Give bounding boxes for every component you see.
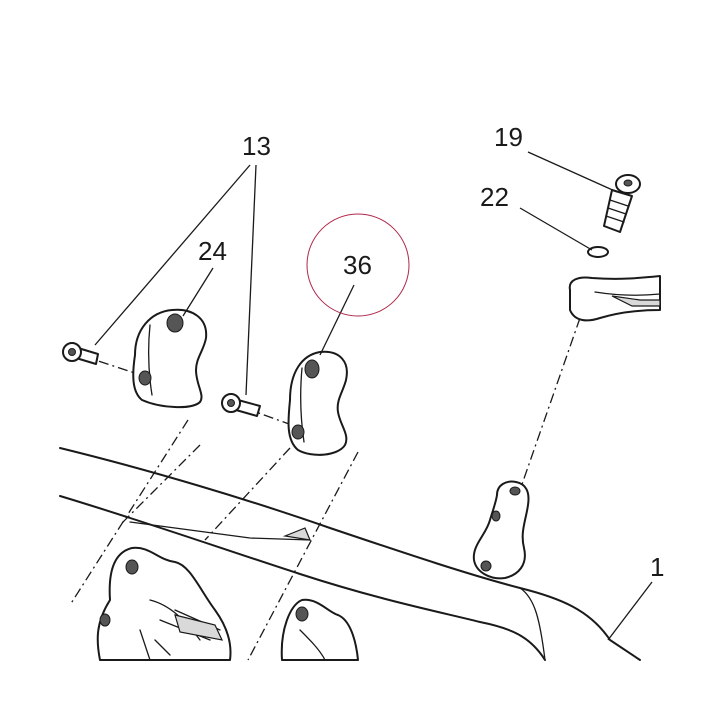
bolt-13-left: [62, 342, 99, 365]
handlebar-part-1: [59, 447, 641, 661]
lower-clamp-left: [96, 546, 232, 661]
callout-22: 22: [480, 182, 509, 212]
lower-clamp-middle: [280, 598, 359, 661]
bolt-19: [603, 174, 641, 233]
lever-bracket: [568, 275, 661, 322]
callout-24: 24: [198, 236, 227, 266]
upper-clamp-24: [132, 308, 208, 408]
washer-22: [587, 246, 609, 258]
callout-1: 1: [650, 552, 664, 582]
bolt-13-middle: [221, 393, 261, 417]
callout-36: 36: [343, 250, 372, 280]
mirror-clamp: [472, 480, 530, 580]
callout-19: 19: [494, 122, 523, 152]
upper-clamp-36: [287, 350, 348, 456]
callout-13: 13: [242, 131, 271, 161]
highlight-circle-36: [306, 213, 410, 317]
leader-lines: [94, 151, 653, 641]
